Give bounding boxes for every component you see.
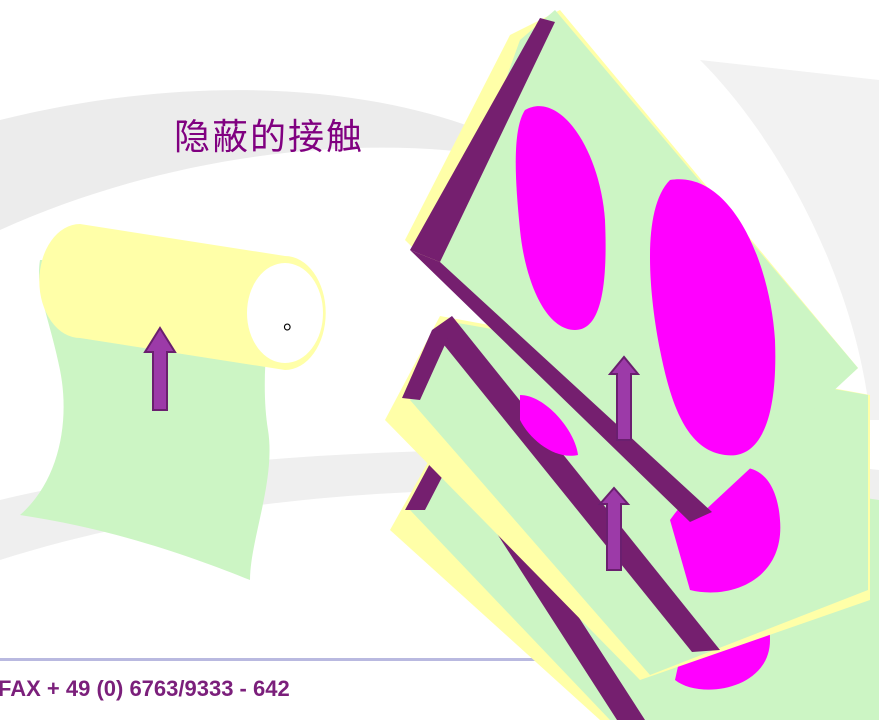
rolled-film-illustration (20, 224, 326, 580)
slide-title: 隐蔽的接触 (174, 117, 365, 158)
footprint-blob (515, 106, 606, 331)
up-arrow-icon (143, 326, 177, 411)
film-roll-core (247, 263, 323, 363)
footer-fax: FAX + 49 (0) 6763/9333 - 642 (0, 676, 290, 701)
sheet-top (405, 10, 858, 522)
up-arrow-icon (597, 486, 631, 571)
sheet-stack-illustration (385, 10, 879, 720)
footprint-blob (650, 179, 776, 456)
background-swoosh (0, 90, 560, 230)
background-swoosh (700, 60, 879, 420)
footer-divider (0, 658, 879, 661)
up-arrow-icon (607, 355, 641, 441)
roll-mark: 。 (283, 310, 306, 335)
